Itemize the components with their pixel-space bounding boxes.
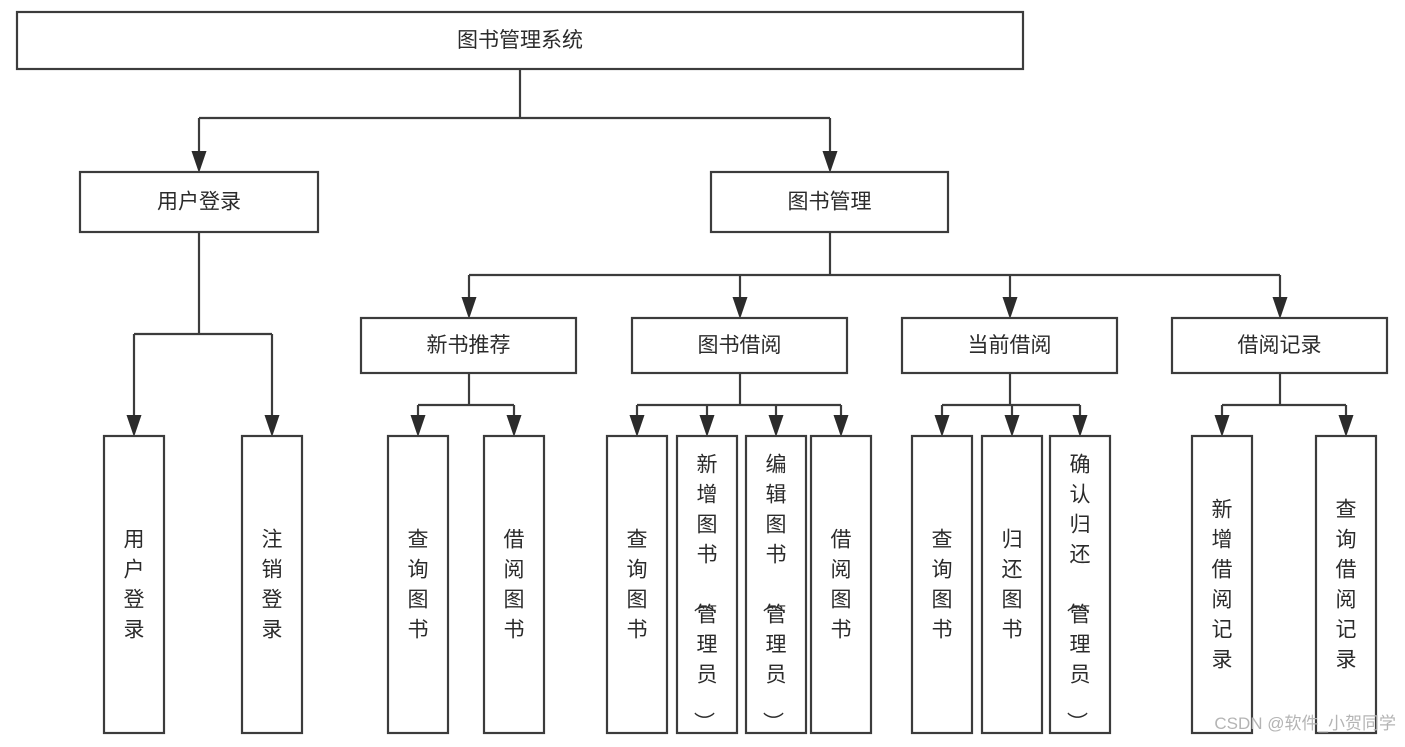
connector-group-new-book-recommend (410, 373, 522, 437)
node-label: 查询借阅记录 (1336, 499, 1357, 672)
node-box (359, 316, 578, 375)
node-leaf-borrow-book-rec[interactable]: 借阅图书 (482, 434, 546, 735)
node-label: 当前借阅 (968, 334, 1052, 357)
connector-group-borrow-record (1214, 373, 1354, 437)
node-leaf-add-book[interactable]: 新增图书（管理员） (675, 434, 739, 735)
node-label: 用户登录 (124, 529, 145, 642)
node-label: 图书管理 (788, 191, 872, 214)
node-leaf-borrow-book[interactable]: 借阅图书 (809, 434, 873, 735)
node-leaf-edit-book[interactable]: 编辑图书（管理员） (744, 434, 808, 735)
node-box (980, 434, 1044, 735)
node-leaf-query-borrow-record[interactable]: 查询借阅记录 (1314, 434, 1378, 735)
node-label: 确认归还（管理员） (1065, 454, 1091, 733)
node-label: 归还图书 (1002, 529, 1023, 642)
connector-group-book-borrow (629, 373, 849, 437)
node-label: 借阅图书 (504, 529, 525, 642)
node-label: 借阅图书 (831, 529, 852, 642)
node-current-borrow[interactable]: 当前借阅 (900, 316, 1119, 375)
node-leaf-query-book-cur[interactable]: 查询图书 (910, 434, 974, 735)
connector-group-user-login (126, 232, 280, 437)
node-box (240, 434, 304, 735)
node-book-manage[interactable]: 图书管理 (709, 170, 950, 234)
node-box (1190, 434, 1254, 735)
node-leaf-return-book[interactable]: 归还图书 (980, 434, 1044, 735)
node-box (900, 316, 1119, 375)
csdn-watermark: CSDN @软件_小贺同学 (1214, 714, 1396, 733)
node-leaf-user-login[interactable]: 用户登录 (102, 434, 166, 735)
node-box (102, 434, 166, 735)
node-leaf-add-borrow-record[interactable]: 新增借阅记录 (1190, 434, 1254, 735)
node-box (482, 434, 546, 735)
node-box (809, 434, 873, 735)
node-label: 编辑图书（管理员） (761, 454, 787, 733)
connector-layer (126, 69, 1354, 437)
node-box (910, 434, 974, 735)
node-box (15, 10, 1025, 71)
node-leaf-confirm-return[interactable]: 确认归还（管理员） (1048, 434, 1112, 735)
node-label: 新增图书（管理员） (692, 454, 718, 733)
node-label: 查询图书 (932, 529, 953, 642)
node-leaf-user-logout[interactable]: 注销登录 (240, 434, 304, 735)
node-new-book-recommend[interactable]: 新书推荐 (359, 316, 578, 375)
node-root[interactable]: 图书管理系统 (15, 10, 1025, 71)
node-leaf-query-book-rec[interactable]: 查询图书 (386, 434, 450, 735)
node-label: 借阅记录 (1238, 334, 1322, 357)
node-leaf-query-book-borrow[interactable]: 查询图书 (605, 434, 669, 735)
node-borrow-record[interactable]: 借阅记录 (1170, 316, 1389, 375)
node-box (709, 170, 950, 234)
node-label: 图书借阅 (698, 334, 782, 357)
node-label: 查询图书 (408, 529, 429, 642)
node-label: 图书管理系统 (457, 29, 583, 52)
node-box (386, 434, 450, 735)
node-book-borrow[interactable]: 图书借阅 (630, 316, 849, 375)
node-label: 新增借阅记录 (1212, 499, 1233, 672)
node-box (605, 434, 669, 735)
connector-group-root (191, 69, 838, 173)
node-box (1048, 434, 1112, 735)
node-box (1314, 434, 1378, 735)
connector-group-current-borrow (934, 373, 1088, 437)
node-box (78, 170, 320, 234)
node-box (744, 434, 808, 735)
node-label: 注销登录 (262, 529, 283, 642)
node-box (630, 316, 849, 375)
node-box (1170, 316, 1389, 375)
connector-group-book-manage (461, 232, 1288, 319)
node-layer: 图书管理系统用户登录图书管理新书推荐图书借阅当前借阅借阅记录用户登录注销登录查询… (15, 10, 1389, 735)
node-box (675, 434, 739, 735)
node-label: 用户登录 (157, 191, 241, 214)
node-label: 新书推荐 (427, 334, 511, 357)
node-user-login[interactable]: 用户登录 (78, 170, 320, 234)
node-label: 查询图书 (627, 529, 648, 642)
